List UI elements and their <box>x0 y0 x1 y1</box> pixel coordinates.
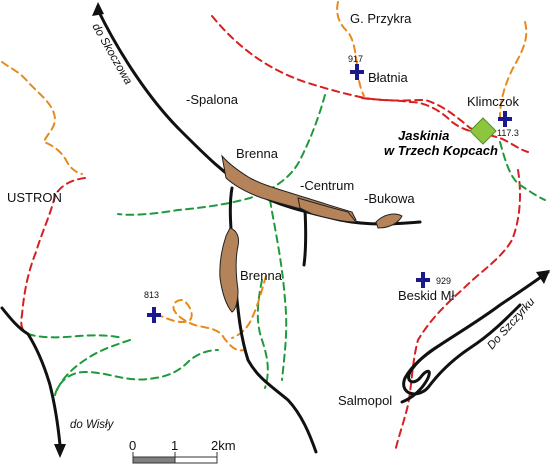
orange-trails <box>1 1 528 352</box>
red-trail-north <box>211 15 529 153</box>
road-arrows <box>54 2 550 458</box>
summit-beskid-maly-icon <box>416 272 430 288</box>
red-trail-west <box>20 177 86 335</box>
label-brenna-north: Brenna <box>236 146 279 161</box>
summit-klimczok-icon <box>498 111 512 127</box>
road-salmopol-serpentine <box>400 343 442 404</box>
village-centrum <box>297 197 358 223</box>
green-trail-ustron <box>27 333 123 339</box>
label-salmopol: Salmopol <box>338 393 392 408</box>
village-brenna-south <box>219 227 239 313</box>
scale-label-1: 1 <box>171 438 178 453</box>
label-to-szczyrk: Do Szczyrku <box>485 296 538 352</box>
label-cave-line1: Jaskinia <box>398 128 449 143</box>
road-to-szczyrk <box>402 270 550 396</box>
summit-blatnia-icon <box>350 64 364 80</box>
label-cave-line2: w Trzech Kopcach <box>384 143 498 158</box>
summit-813-icon <box>147 307 161 323</box>
label-centrum: -Centrum <box>300 178 354 193</box>
scale-label-2: 2km <box>211 438 236 453</box>
label-przykra: G. Przykra <box>350 11 412 26</box>
green-trails <box>27 94 546 396</box>
arrow-skoczow-icon <box>92 2 104 16</box>
label-klimczok-elevation: 117.3 <box>497 128 519 138</box>
scale-bar-segment-2 <box>174 456 218 464</box>
red-trail-south <box>394 169 521 453</box>
label-to-skoczow: do Skoczowa <box>89 22 134 87</box>
summits <box>147 64 512 323</box>
label-bukowa: -Bukowa <box>364 191 415 206</box>
cave-marker-icon <box>469 117 497 145</box>
village-areas <box>219 154 403 313</box>
orange-trail-przykra <box>336 1 365 97</box>
village-brenna-north <box>221 154 357 221</box>
scale-label-0: 0 <box>129 438 136 453</box>
scale-bar-segment-1 <box>132 456 176 464</box>
green-trail-central <box>117 94 326 216</box>
label-813-elevation: 813 <box>144 290 159 300</box>
orange-trail-ustron <box>1 61 83 175</box>
orange-trail-klimczok <box>499 21 528 119</box>
label-spalona: -Spalona <box>186 92 239 107</box>
label-to-wisla: do Wisły <box>70 419 115 431</box>
road-to-wisla <box>0 306 62 447</box>
orange-trail-813 <box>155 299 245 352</box>
green-trail-sw <box>54 339 219 396</box>
green-trail-brenna-south <box>256 279 269 389</box>
label-blatnia: Błatnia <box>368 70 409 85</box>
village-bukowa <box>375 213 403 229</box>
road-bukowa-spur <box>302 208 308 267</box>
road-brenna-south <box>228 186 318 454</box>
orange-trail-brenna <box>231 275 267 339</box>
label-beskid-maly: Beskid Mł <box>398 288 454 303</box>
red-trails <box>20 15 529 453</box>
label-ustron: USTROŃ <box>7 190 62 205</box>
label-beskid-maly-elevation: 929 <box>436 276 451 286</box>
green-trail-south <box>269 199 288 381</box>
arrow-wisla-icon <box>54 444 66 458</box>
label-klimczok: Klimczok <box>467 94 520 109</box>
scale-bar: 0 1 2km <box>129 438 236 464</box>
green-trail-east <box>499 141 546 201</box>
red-trail-blatnia-east <box>361 97 479 133</box>
label-brenna-south: Brenna <box>240 268 283 283</box>
arrow-szczyrk-icon <box>536 270 550 284</box>
label-blatnia-elevation: 917 <box>348 54 363 64</box>
